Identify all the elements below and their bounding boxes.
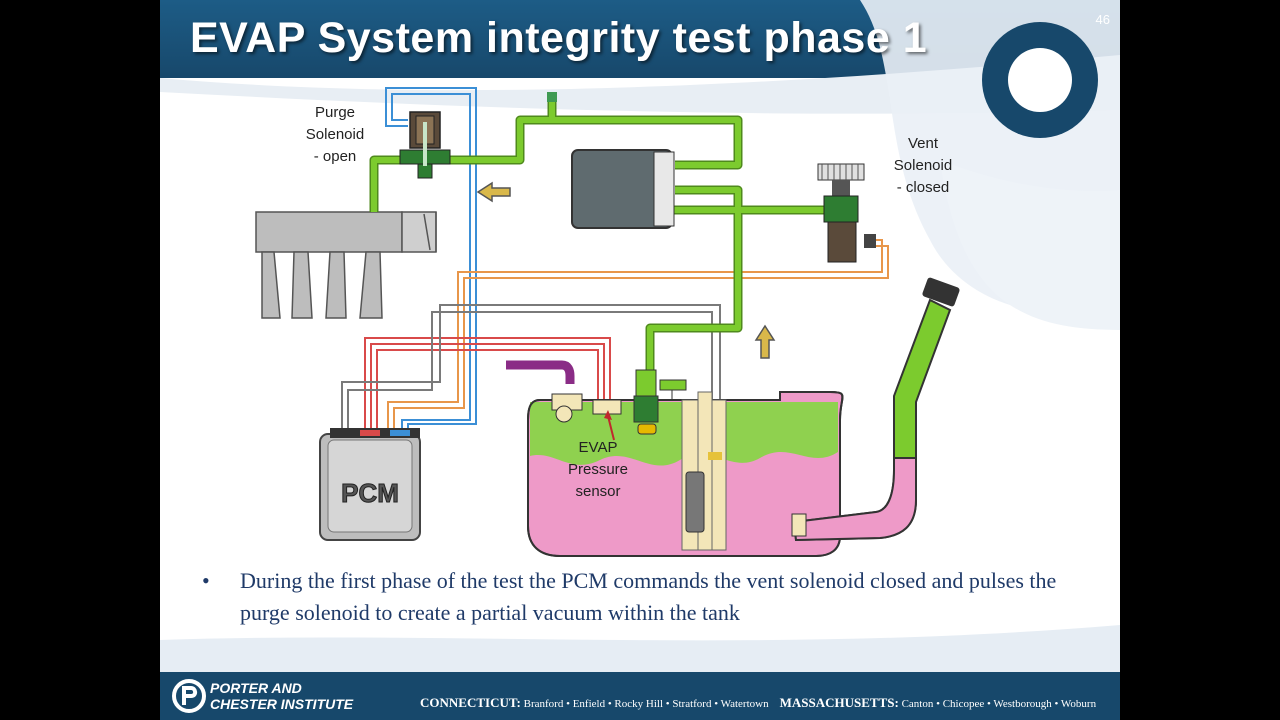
bullet-marker: •: [202, 568, 210, 593]
background-swoosh: [160, 0, 1120, 672]
campus-locations: CONNECTICUT: Branford • Enfield • Rocky …: [420, 695, 1096, 711]
institute-logo-text: PORTER AND CHESTER INSTITUTE: [210, 680, 353, 712]
purge-solenoid-label: Purge Solenoid - open: [270, 102, 400, 168]
slide-title: EVAP System integrity test phase 1: [190, 14, 928, 62]
purge-solenoid: [399, 111, 451, 179]
porter-chester-logo-icon: [172, 679, 206, 713]
logo-line: PORTER AND: [210, 680, 302, 696]
vent-label-line: Solenoid: [893, 157, 953, 174]
fuel-tank: [506, 360, 844, 557]
service-port-cap: [547, 92, 557, 102]
pcm-wiring: [341, 87, 889, 432]
flow-arrows: [476, 181, 776, 359]
sensor-label-line: sensor: [575, 483, 621, 500]
purge-label-line: Purge: [314, 104, 356, 121]
pcm-label: PCM: [341, 478, 399, 508]
city-list: Branford • Enfield • Rocky Hill • Stratf…: [523, 698, 769, 710]
sensor-label-line: EVAP: [578, 439, 618, 456]
filler-neck: [791, 277, 960, 542]
vent-label-line: Vent: [907, 135, 939, 152]
charcoal-canister: [571, 149, 675, 229]
vent-solenoid-label: Vent Solenoid - closed: [860, 133, 986, 199]
vapor-lines-fill: [371, 96, 830, 370]
pressure-sensor-label: EVAP Pressure sensor: [540, 437, 656, 503]
city-list: Canton • Chicopee • Westborough • Woburn: [901, 698, 1097, 710]
state-name: CONNECTICUT:: [420, 695, 521, 710]
pcm-module: [319, 428, 421, 541]
footer-bar: [160, 672, 1120, 720]
vent-solenoid: [817, 163, 876, 263]
sensor-label-line: Pressure: [567, 461, 629, 478]
slide: PCM EVAP System integrity test phase 1 4…: [160, 0, 1120, 720]
intake-manifold: [255, 211, 437, 319]
state-name: MASSACHUSETTS:: [779, 695, 899, 710]
vapor-lines: [369, 96, 830, 370]
purge-label-line: Solenoid: [305, 126, 365, 143]
purge-label-line: - open: [313, 148, 357, 165]
bullet-text: During the first phase of the test the P…: [240, 568, 1057, 625]
logo-line: CHESTER INSTITUTE: [210, 696, 354, 712]
evap-system-diagram: PCM: [160, 0, 1120, 672]
vent-label-line: - closed: [896, 179, 950, 196]
slide-number: 46: [1095, 12, 1110, 27]
